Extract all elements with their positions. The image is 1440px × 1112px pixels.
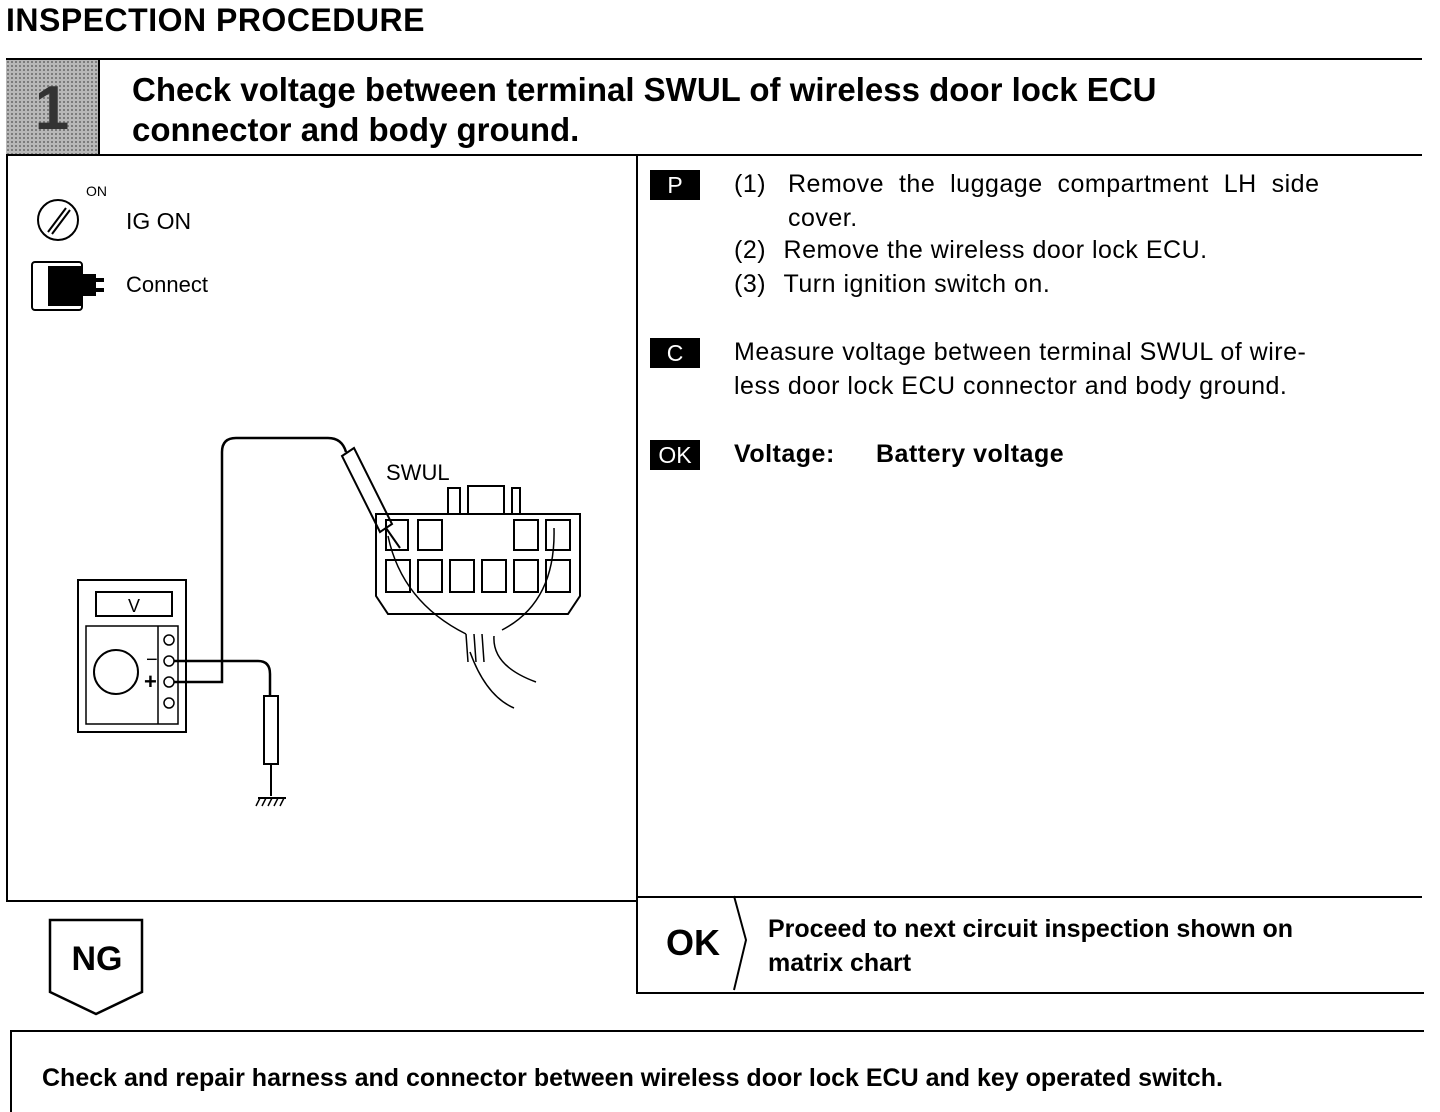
ng-action-box: Check and repair harness and connector b… <box>10 1030 1424 1112</box>
page-title: INSPECTION PROCEDURE <box>6 2 425 38</box>
check-badge: C <box>650 338 700 368</box>
diagram-panel: ON IG ON Connect V − + <box>6 154 638 902</box>
prep-step-1-line2: cover. <box>788 204 858 232</box>
step-number: 1 <box>6 60 100 156</box>
ng-result-badge <box>48 918 144 1016</box>
negative-probe <box>255 695 286 807</box>
prep-step-1-number: (1) <box>734 170 767 198</box>
step-title-line2: connector and body ground. <box>132 111 580 148</box>
prep-badge: P <box>650 170 700 200</box>
wiring-diagram: ON IG ON Connect V − + <box>31 183 581 807</box>
prep-step-1-line1: Remove the luggage compartment LH side <box>788 170 1320 198</box>
positive-lead <box>174 436 348 684</box>
check-line1: Measure voltage between terminal SWUL of… <box>734 338 1307 366</box>
meter-display: V <box>128 596 140 616</box>
prep-step-3-text: Turn ignition switch on. <box>783 270 1051 298</box>
prep-step-3: (3) Turn ignition switch on. <box>734 268 1050 301</box>
ng-action-text: Check and repair harness and connector b… <box>42 1064 1223 1092</box>
ok-result-box: OK Proceed to next circuit inspection sh… <box>636 894 1424 994</box>
positive-probe <box>340 446 401 549</box>
prep-step-3-number: (3) <box>734 270 767 298</box>
ng-label: NG <box>71 940 123 978</box>
ok-action-line2: matrix chart <box>768 949 912 977</box>
ok-chevron <box>733 895 748 991</box>
minus-terminal-label: − <box>146 649 158 671</box>
ignition-switch-icon <box>37 199 79 241</box>
prep-step-2: (2) Remove the wireless door lock ECU. <box>734 234 1208 267</box>
step-title-line1: Check voltage between terminal SWUL of w… <box>132 71 1157 108</box>
ok-label: OK <box>666 922 720 963</box>
switch-on-label: ON <box>86 183 107 199</box>
spec-value: Battery voltage <box>876 440 1065 468</box>
connect-label: Connect <box>126 272 208 297</box>
step-header: 1 Check voltage between terminal SWUL of… <box>6 58 1422 156</box>
prep-step-1: (1) Remove the luggage compartment LH si… <box>734 168 1414 201</box>
swul-terminal-label: SWUL <box>386 460 450 485</box>
prep-step-2-text: Remove the wireless door lock ECU. <box>783 236 1208 264</box>
step-title: Check voltage between terminal SWUL of w… <box>132 70 1382 150</box>
ecu-connector <box>375 485 581 709</box>
voltmeter <box>77 579 187 733</box>
check-line2: less door lock ECU connector and body gr… <box>734 372 1288 400</box>
connector-icon <box>31 261 104 311</box>
instruction-panel: P (1) Remove the luggage compartment LH … <box>636 154 1422 898</box>
ig-on-label: IG ON <box>126 208 191 234</box>
spec-label: Voltage: <box>734 440 835 468</box>
plus-terminal-label: + <box>144 669 157 694</box>
ok-spec-badge: OK <box>650 440 700 470</box>
ok-action-line1: Proceed to next circuit inspection shown… <box>768 915 1294 943</box>
negative-lead <box>174 659 272 696</box>
prep-step-2-number: (2) <box>734 236 767 264</box>
